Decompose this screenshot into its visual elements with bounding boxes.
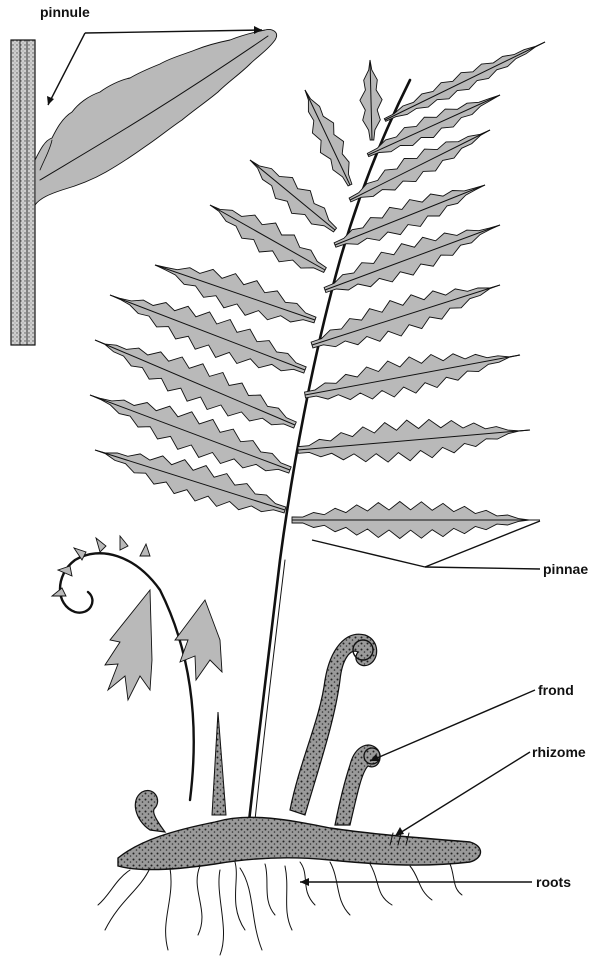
label-pinnule: pinnule [40,4,90,20]
label-pinnae: pinnae [543,561,588,577]
pinna-midrib [312,285,500,345]
label-roots: roots [536,874,571,890]
pinna [298,419,530,462]
pinnae-right-group [292,42,545,539]
label-frond: frond [538,682,574,698]
rhizome [118,817,481,869]
pinna-midrib [305,90,350,185]
label-rhizome: rhizome [532,744,586,760]
young-fronds [52,536,380,832]
pinna-midrib [250,160,335,230]
